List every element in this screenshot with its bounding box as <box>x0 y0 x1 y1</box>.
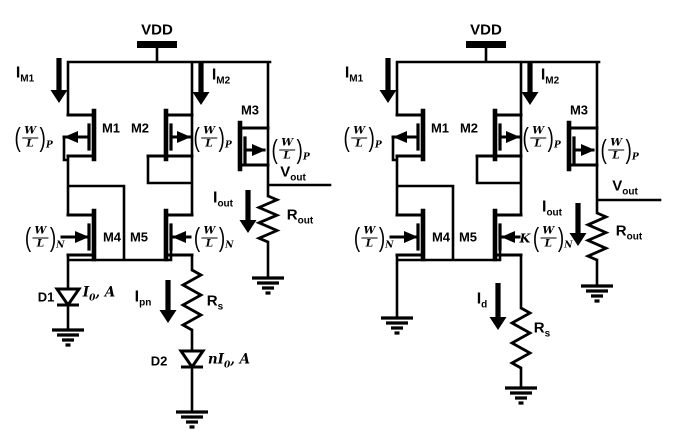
ground-icon <box>505 386 537 405</box>
d1-label: D1 <box>37 289 55 305</box>
mosfet-m4-right <box>389 208 426 262</box>
rout-label-left: Rout <box>286 206 314 227</box>
resistor-rs-right <box>509 306 533 370</box>
current-arrow-im2-right <box>521 63 539 105</box>
current-arrow-iout-left <box>239 190 257 233</box>
mosfet-m3-left <box>237 120 270 172</box>
vdd-label-right: VDD <box>470 21 502 39</box>
id-label: Id <box>476 290 488 311</box>
d2-current-area-note: nI0, A <box>207 351 251 371</box>
m2-label-right: M2 <box>459 120 479 136</box>
vdd-label-left: VDD <box>141 21 173 39</box>
ground-icon <box>581 284 613 303</box>
im1-label-left: IM1 <box>15 64 35 85</box>
ipn-label: Ipn <box>134 288 152 309</box>
m5-label-left: M5 <box>129 229 149 245</box>
right-circuit <box>379 41 662 405</box>
resistor-rout-right <box>584 211 610 262</box>
ground-icon <box>52 328 84 347</box>
im2-label-right: IM2 <box>540 66 560 87</box>
left-circuit <box>50 41 332 429</box>
m1-label-left: M1 <box>101 120 121 136</box>
mosfet-m2-right <box>475 108 523 162</box>
d2-label: D2 <box>150 353 168 369</box>
ground-icon <box>176 410 208 429</box>
pmos-gate-arrow-icon <box>393 131 407 143</box>
m5-label-right: M5 <box>458 229 478 245</box>
m2-label-left: M2 <box>130 120 150 136</box>
rs-label-left: Rs <box>206 292 224 313</box>
mosfet-m5-left <box>163 208 194 262</box>
vdd-bar-right <box>466 41 506 48</box>
mosfet-m1-left <box>62 108 97 162</box>
pmos-gate-arrow-icon <box>506 131 520 143</box>
diode-d1 <box>54 287 82 308</box>
diode-d2 <box>178 349 206 370</box>
m3-label-left: M3 <box>240 102 260 118</box>
m1-label-right: M1 <box>430 120 450 136</box>
current-arrow-ipn <box>159 280 177 323</box>
m3-label-right: M3 <box>569 102 589 118</box>
nmos-gate-arrow-icon <box>75 231 89 243</box>
current-arrow-im1-left <box>50 58 68 103</box>
vdd-bar-left <box>137 41 177 48</box>
im1-label-right: IM1 <box>344 64 364 85</box>
nmos-gate-arrow-icon <box>172 231 186 243</box>
mosfet-m2-left <box>146 108 194 162</box>
pmos-gate-arrow-icon <box>177 131 191 143</box>
mosfet-m3-right <box>566 120 599 172</box>
current-arrow-im2-left <box>192 63 210 105</box>
nmos-gate-arrow-icon <box>404 231 418 243</box>
right-wires <box>391 46 662 390</box>
pmos-gate-arrow-icon <box>581 144 595 156</box>
vout-label-left: Vout <box>280 163 306 184</box>
pmos-gate-arrow-icon <box>252 144 266 156</box>
iout-label-right: Iout <box>542 198 562 219</box>
iout-label-left: Iout <box>213 189 233 210</box>
current-arrow-id <box>489 283 507 330</box>
ground-icon <box>381 316 413 335</box>
m4-label-right: M4 <box>431 229 451 245</box>
pmos-gate-arrow-icon <box>64 131 78 143</box>
mosfet-m1-right <box>391 108 426 162</box>
resistor-rout-left <box>255 194 281 244</box>
current-arrow-im1-right <box>379 58 397 103</box>
mosfet-m5-right <box>492 208 523 262</box>
rout-label-right: Rout <box>615 222 643 243</box>
ground-icon <box>252 276 284 295</box>
mosfet-m4-left <box>60 208 97 262</box>
current-arrow-iout-right <box>569 203 587 246</box>
resistor-rs-left <box>180 268 204 332</box>
m4-label-left: M4 <box>102 229 122 245</box>
rs-label-right: Rs <box>533 319 551 340</box>
im2-label-left: IM2 <box>211 66 231 87</box>
d1-current-area-note: I0, A <box>82 284 116 304</box>
nmos-gate-arrow-icon <box>501 231 515 243</box>
vout-label-right: Vout <box>612 177 638 198</box>
